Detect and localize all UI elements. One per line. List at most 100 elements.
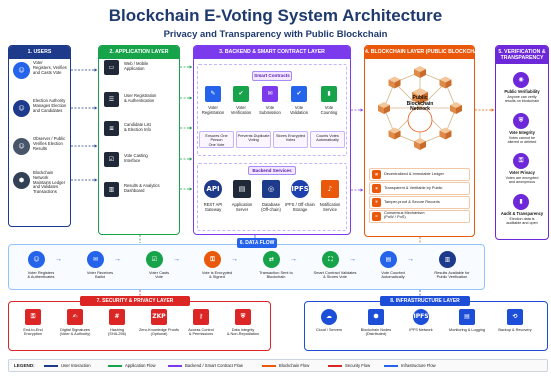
connector-arrowhead bbox=[189, 65, 192, 69]
application-header: 2. APPLICATION LAYER bbox=[99, 46, 179, 59]
ledger-icon: ▦ bbox=[372, 170, 381, 179]
application-item-label: User Registration & Authentication bbox=[124, 93, 157, 103]
application-item-label: Candidate List & Election Info bbox=[124, 122, 152, 132]
data-flow-arrow: → bbox=[231, 256, 238, 263]
voter-receives-ballot-icon: ✉ bbox=[87, 251, 104, 268]
blockchain-node-cube bbox=[412, 88, 428, 104]
user-registration-icon: ☰ bbox=[104, 92, 119, 107]
application-item-label: Results & Analytics Dashboard bbox=[124, 183, 160, 193]
election-authority-avatar-icon-glyph: ☺ bbox=[18, 105, 25, 112]
backend-services-title: Backend Services bbox=[248, 166, 296, 175]
access-control-icon-glyph: ⚷ bbox=[198, 313, 204, 320]
data-flow-step-label: Voter Receives Ballot bbox=[86, 270, 114, 280]
blockchain-node-cube bbox=[388, 127, 401, 140]
transaction-sent-icon-glyph: ⇄ bbox=[268, 256, 275, 263]
verification-item-title: Public Verifiability bbox=[504, 89, 540, 94]
data-flow-arrow: → bbox=[407, 256, 414, 263]
user-description: Election Authority Manages Election and … bbox=[33, 98, 67, 113]
tamper-proof-icon: ⛨ bbox=[372, 198, 381, 207]
vote-submission-contract-icon-glyph: ✉ bbox=[267, 90, 273, 97]
smart-contract-label: Voter Registration bbox=[201, 105, 225, 115]
backend-service-label: Notification Service bbox=[319, 202, 341, 212]
blockchain-node-cube bbox=[378, 102, 390, 114]
security-item-label: Access Control & Permissions bbox=[188, 328, 214, 337]
audit-chart-icon: ▮ bbox=[513, 194, 529, 210]
vote-validation-contract-icon-glyph: ✔ bbox=[296, 90, 302, 97]
connector-arrowhead bbox=[94, 106, 97, 110]
vote-casting-icon-glyph: ☑ bbox=[108, 156, 115, 163]
legend-line-swatch bbox=[262, 365, 276, 367]
user-description: Observer / Public Verifies Election Resu… bbox=[33, 136, 66, 151]
audit-chart-icon-glyph: ▮ bbox=[519, 198, 523, 205]
laptop-phone-icon: ▭ bbox=[104, 60, 119, 75]
infrastructure-header: 8. INFRASTRUCTURE LAYER bbox=[380, 296, 470, 306]
smart-contract-rule-text: Counts Votes Automatically bbox=[316, 134, 339, 143]
data-flow-step-label: Vote is Encrypted & Signed bbox=[201, 270, 233, 280]
observer-avatar-icon: ☺ bbox=[13, 138, 30, 155]
connector-arrowhead bbox=[189, 187, 192, 191]
legend-item-label: Infrastructure Flow bbox=[401, 363, 436, 368]
blockchain-center-label: Public Blockchain Network bbox=[406, 95, 434, 113]
blockchain-feature-row bbox=[369, 210, 470, 223]
blockchain-network-graphic bbox=[378, 66, 462, 150]
monitoring-icon: ▤ bbox=[459, 309, 475, 325]
vote-integrity-shield-icon-glyph: ⛨ bbox=[518, 117, 524, 124]
transparency-icon-glyph: ◉ bbox=[375, 186, 378, 190]
connector-arrowhead bbox=[94, 178, 97, 182]
blockchain-feature-text: Transparent & Verifiable by Public bbox=[384, 185, 443, 190]
blockchain-node-cube bbox=[414, 66, 426, 78]
transaction-sent-icon: ⇄ bbox=[263, 251, 280, 268]
cloud-servers-icon-glyph: ☁ bbox=[326, 313, 332, 320]
infrastructure-item-label: Blockchain Nodes (Distributed) bbox=[360, 328, 392, 337]
laptop-phone-icon-glyph: ▭ bbox=[108, 64, 115, 71]
smart-contract-label: Voter Verification bbox=[230, 105, 252, 115]
connector-arrowhead bbox=[189, 157, 192, 161]
data-flow-arrow: → bbox=[55, 256, 62, 263]
blockchain-feature-row bbox=[369, 168, 470, 181]
data-flow-step-label: Transaction Sent to Blockchain bbox=[259, 270, 293, 280]
legend-title: LEGEND: bbox=[14, 363, 35, 368]
observer-avatar-icon-glyph: ☺ bbox=[18, 143, 25, 150]
legend-line-swatch bbox=[168, 365, 182, 367]
security-item-label: Data Integrity & Non-Repudiation bbox=[226, 328, 260, 337]
legend-item-label: Security Flow bbox=[345, 363, 371, 368]
page-title: Blockchain E-Voting System Architecture bbox=[108, 6, 443, 25]
security-item-label: End-to-End Encryption bbox=[23, 328, 43, 337]
candidate-list-icon-glyph: ≡ bbox=[108, 125, 115, 132]
digital-signature-icon-glyph: ✍ bbox=[72, 313, 78, 320]
backend-service-label: Database (Off-chain) bbox=[261, 202, 281, 212]
voter-verification-contract-icon: ✔ bbox=[233, 86, 249, 102]
transparency-icon: ◉ bbox=[372, 184, 381, 193]
blockchain-node-cube bbox=[439, 76, 452, 89]
page-subtitle: Privacy and Transparency with Public Blo… bbox=[163, 29, 388, 40]
smart-contract-validates-icon: ⛶ bbox=[322, 251, 339, 268]
vote-counting-contract-icon-glyph: ▮ bbox=[327, 90, 331, 97]
voter-casts-vote-icon: ☑ bbox=[146, 251, 163, 268]
smart-contract-rule bbox=[199, 131, 234, 148]
public-verifiability-eye-icon: ◉ bbox=[513, 72, 529, 88]
verification-item-text: Votes are encrypted and anonymous bbox=[505, 176, 539, 185]
security-item-label: Zero-Knowledge Proofs (Optional) bbox=[139, 328, 179, 337]
infrastructure-item-label: Cloud / Servers bbox=[315, 328, 343, 332]
verification-item-title: Voter Privacy bbox=[509, 170, 535, 175]
smart-contract-rule bbox=[310, 131, 345, 148]
vote-encrypted-icon-glyph: ⚿ bbox=[210, 256, 215, 263]
application-server-icon: ▤ bbox=[233, 180, 251, 198]
blockchain-node-cube bbox=[450, 102, 462, 114]
backend-service-label: REST API Gateway bbox=[203, 202, 223, 212]
verification-header: 5. VERIFICATION & TRANSPARENCY bbox=[496, 46, 548, 64]
blockchain-nodes-icon: ⬢ bbox=[368, 309, 384, 325]
legend-line-swatch bbox=[108, 365, 122, 367]
ipfs-network-icon: IPFS bbox=[413, 309, 429, 325]
backend-header: 3. BACKEND & SMART CONTRACT LAYER bbox=[194, 46, 350, 59]
legend-item-label: Blockchain Flow bbox=[279, 363, 310, 368]
smart-contract-validates-icon-glyph: ⛶ bbox=[328, 256, 333, 263]
connector-arrowhead bbox=[189, 96, 192, 100]
application-item-label: Vote Casting Interface bbox=[124, 153, 148, 163]
smart-contract-label: Vote Validation bbox=[289, 105, 309, 115]
voter-registration-contract-icon-glyph: ✎ bbox=[210, 90, 216, 97]
database-icon: ◎ bbox=[262, 180, 280, 198]
data-flow-step-label: Voter Casts Vote bbox=[148, 270, 170, 280]
vote-integrity-shield-icon: ⛨ bbox=[513, 113, 529, 129]
legend-line-swatch bbox=[44, 365, 58, 367]
